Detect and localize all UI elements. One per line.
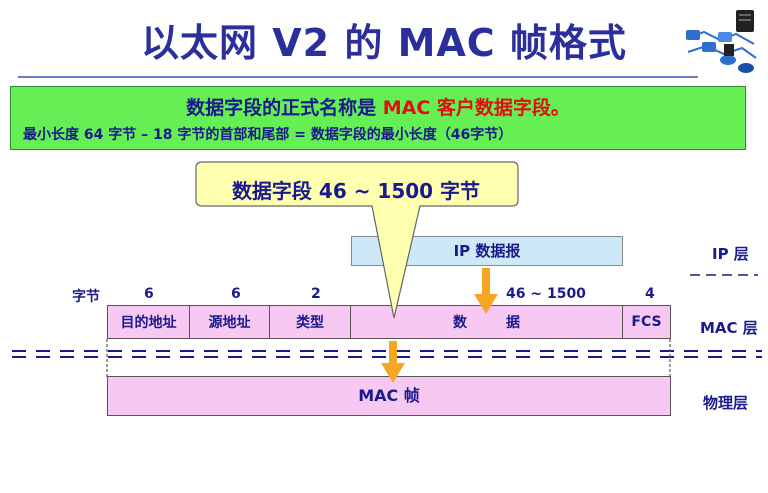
mac-physical-divider-top (12, 350, 762, 352)
note-line-1-prefix: 数据字段的正式名称是 (186, 97, 383, 119)
layer-label-mac: MAC 层 (700, 319, 758, 337)
field-fcs: FCS (623, 306, 670, 338)
ip-layer-divider (690, 274, 758, 276)
note-line-1: 数据字段的正式名称是 MAC 客户数据字段。 (11, 93, 745, 120)
field-src-address: 源地址 (190, 306, 270, 338)
bytes-label: 字节 (72, 289, 100, 305)
note-box: 数据字段的正式名称是 MAC 客户数据字段。 最小长度 64 字节 – 18 字… (10, 86, 746, 150)
note-line-1-highlight: MAC 客户数据字段。 (382, 97, 570, 119)
mac-physical-divider (12, 356, 762, 358)
mac-frame-fields: 目的地址 源地址 类型 数 据 FCS (107, 305, 671, 339)
network-icon (686, 10, 757, 73)
field-bytes-fcs: 4 (645, 286, 655, 302)
field-type: 类型 (270, 306, 351, 338)
field-bytes-src: 6 (231, 286, 241, 302)
layer-label-physical: 物理层 (703, 394, 749, 412)
frame-connector-lines (106, 339, 671, 377)
arrow-down-icon (381, 341, 405, 383)
field-dest-address: 目的地址 (108, 306, 190, 338)
field-bytes-dest: 6 (144, 286, 154, 302)
note-line-2: 最小长度 64 字节 – 18 字节的首部和尾部 = 数据字段的最小长度（46字… (23, 127, 513, 143)
page-title: 以太网 V2 的 MAC 帧格式 (141, 21, 627, 65)
field-bytes-data: 46 ~ 1500 (506, 286, 586, 302)
layer-label-ip: IP 层 (712, 245, 749, 263)
callout-text: 数据字段 46 ~ 1500 字节 (231, 179, 481, 203)
mac-frame-box: MAC 帧 (107, 376, 671, 416)
field-bytes-type: 2 (311, 286, 321, 302)
ip-packet-box: IP 数据报 (351, 236, 623, 266)
title-divider (18, 76, 698, 78)
arrow-down-icon (474, 268, 498, 314)
